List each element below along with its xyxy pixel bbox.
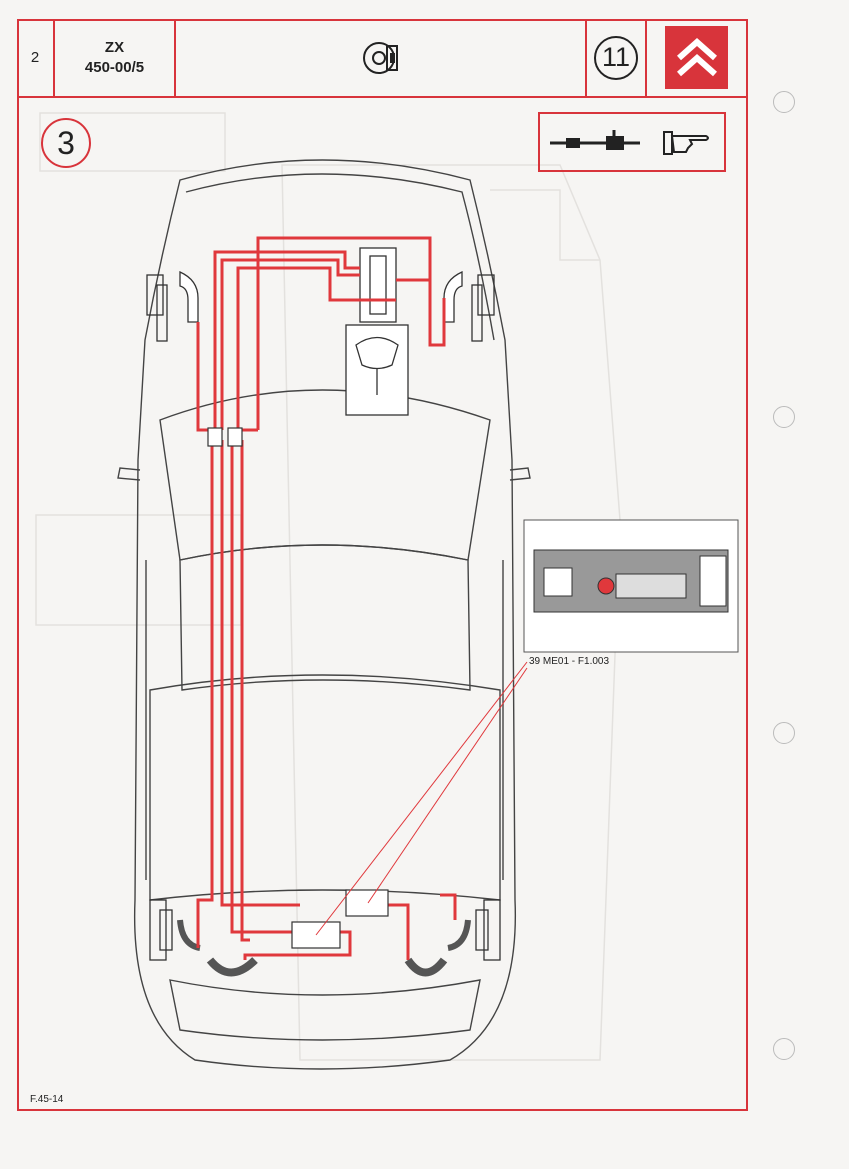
master-cylinder [345,247,409,416]
step-number: 3 [57,124,75,161]
brake-disc-icon [362,41,398,74]
section-icon-cell [176,19,587,96]
brake-lines [196,236,457,960]
front-right-brake [443,270,495,342]
section-number-badge: 11 [594,35,638,80]
section-number-cell: 11 [587,19,647,96]
binder-hole [773,406,795,428]
page-frame [17,19,748,1111]
pointing-hand-icon [663,131,709,155]
logo-cell [647,19,746,96]
figure-code: F.45-14 [30,1094,64,1105]
rear-right-brake [404,899,501,977]
model-name: ZX [104,38,125,56]
binder-hole [773,722,795,744]
binder-hole [773,91,795,113]
document-code: 450-00/5 [84,58,145,76]
citroen-chevron-logo [665,26,728,89]
inset-reference: 39 ME01 - F1.003 [529,656,610,667]
compensator-inset [523,519,739,653]
steering-rack-icon [550,130,640,150]
step-number-badge: 3 [41,118,91,168]
car-body-outline [117,159,531,1070]
page-number: 2 [30,49,40,66]
brake-line-unions [207,427,243,447]
front-left-brake [146,270,199,342]
tool-indicator-box [538,112,726,172]
page-number-cell: 2 [17,19,55,96]
rear-compensators [291,889,389,949]
section-number: 11 [601,42,631,72]
binder-hole [773,1038,795,1060]
leader-lines [315,661,528,936]
model-cell: ZX 450-00/5 [55,19,176,96]
page-header: 2 ZX 450-00/5 11 [17,19,748,98]
